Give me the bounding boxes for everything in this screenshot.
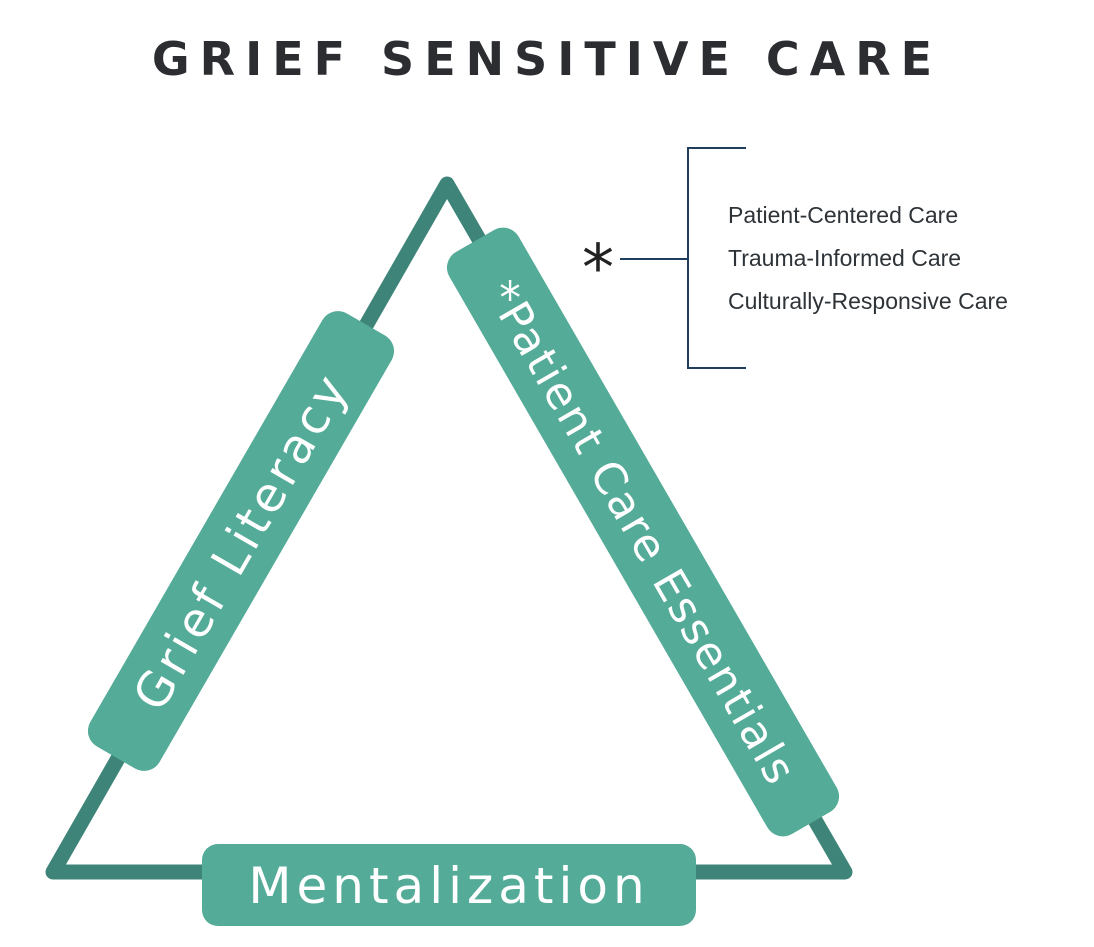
mentalization-label: Mentalization bbox=[202, 844, 696, 926]
grief-literacy-text: Grief Literacy bbox=[123, 363, 362, 720]
grief-literacy-label: Grief Literacy bbox=[87, 311, 395, 771]
triangle-outline bbox=[45, 176, 853, 880]
list-item-patient-centered-care: Patient-Centered Care bbox=[728, 202, 958, 228]
list-item-trauma-informed-care: Trauma-Informed Care bbox=[728, 245, 961, 271]
bracket bbox=[687, 147, 746, 369]
grief-literacy-pill bbox=[87, 311, 395, 771]
patient-care-essentials-label: *Patient Care Essentials bbox=[446, 227, 840, 837]
patient-care-essentials-text: *Patient Care Essentials bbox=[475, 272, 806, 794]
diagram-title: GRIEF SENSITIVE CARE bbox=[151, 32, 943, 86]
list-item-culturally-responsive-care: Culturally-Responsive Care bbox=[728, 288, 1008, 314]
patient-care-essentials-pill bbox=[446, 227, 840, 837]
footnote-asterisk: * bbox=[582, 232, 614, 306]
mentalization-pill bbox=[202, 844, 696, 926]
mentalization-text: Mentalization bbox=[248, 857, 649, 915]
